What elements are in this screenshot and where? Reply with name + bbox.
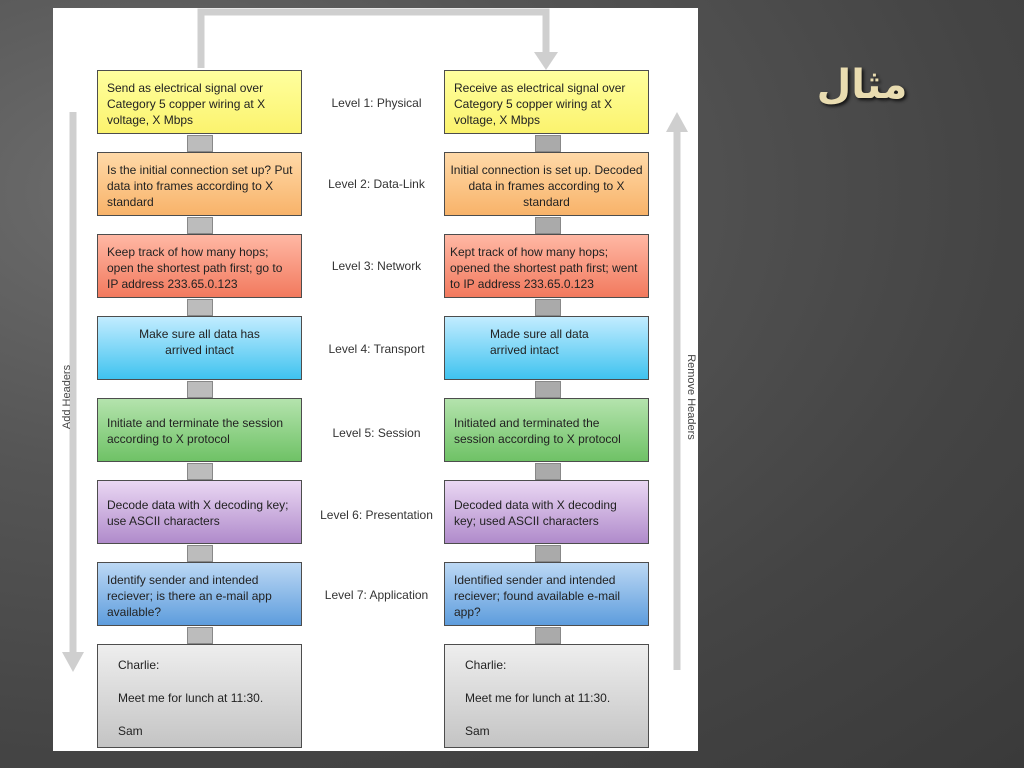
receiver-presentation-box: Decoded data with X decoding key; used A… bbox=[444, 480, 649, 544]
sender-connector bbox=[187, 381, 213, 398]
sender-presentation-box: Decode data with X decoding key; use ASC… bbox=[97, 480, 302, 544]
level-4-label: Level 4: Transport bbox=[328, 342, 425, 356]
message-greeting: Charlie: bbox=[118, 658, 160, 672]
remove-headers-label: Remove Headers bbox=[684, 354, 697, 440]
sender-transport-box: Make sure all data has arrived intact bbox=[97, 316, 302, 380]
level-2-label: Level 2: Data-Link bbox=[328, 177, 425, 191]
receiver-datalink-box: Initial connection is set up. Decoded da… bbox=[444, 152, 649, 216]
top-arrowhead bbox=[534, 52, 558, 70]
level-3-label: Level 3: Network bbox=[331, 259, 422, 273]
sender-network-box: Keep track of how many hops; open the sh… bbox=[97, 234, 302, 298]
receiver-session-box: Initiated and terminated the session acc… bbox=[444, 398, 649, 462]
receiver-connector bbox=[535, 299, 561, 316]
add-headers-arrowhead bbox=[62, 652, 84, 672]
receiver-physical-box: Receive as electrical signal over Catego… bbox=[444, 70, 649, 134]
level-6-label: Level 6: Presentation bbox=[320, 508, 433, 522]
add-headers-label: Add Headers bbox=[61, 364, 74, 430]
level-1-label: Level 1: Physical bbox=[331, 96, 422, 110]
flow-arrows bbox=[62, 8, 688, 672]
sender-connector bbox=[187, 627, 213, 644]
receiver-connector bbox=[535, 545, 561, 562]
sender-connector bbox=[187, 545, 213, 562]
message-body: Meet me for lunch at 11:30. bbox=[118, 691, 264, 705]
receiver-network-box: Kept track of how many hops; opened the … bbox=[444, 234, 649, 298]
message-signature: Sam bbox=[118, 724, 143, 738]
level-7-label: Level 7: Application bbox=[324, 588, 429, 602]
message-body: Meet me for lunch at 11:30. bbox=[465, 691, 611, 705]
remove-headers-arrowhead bbox=[666, 112, 688, 132]
receiver-connector bbox=[535, 627, 561, 644]
message-signature: Sam bbox=[465, 724, 490, 738]
sender-physical-box: Send as electrical signal over Category … bbox=[97, 70, 302, 134]
top-flow-arrow bbox=[197, 8, 550, 68]
receiver-transport-box: Made sure all data arrived intact bbox=[444, 316, 649, 380]
receiver-application-box: Identified sender and intended reciever;… bbox=[444, 562, 649, 626]
receiver-connector bbox=[535, 463, 561, 480]
receiver-connector bbox=[535, 217, 561, 234]
sender-connector bbox=[187, 217, 213, 234]
osi-diagram: Add Headers Remove Headers Send as elect… bbox=[53, 8, 698, 751]
level-5-label: Level 5: Session bbox=[332, 426, 421, 440]
receiver-connector bbox=[535, 381, 561, 398]
sender-connector bbox=[187, 135, 213, 152]
sender-session-box: Initiate and terminate the session accor… bbox=[97, 398, 302, 462]
sender-connector bbox=[187, 463, 213, 480]
receiver-connector bbox=[535, 135, 561, 152]
slide-title: مثال bbox=[816, 62, 908, 108]
sender-message-box: Charlie: Meet me for lunch at 11:30. Sam bbox=[97, 644, 302, 748]
sender-connector bbox=[187, 299, 213, 316]
message-greeting: Charlie: bbox=[465, 658, 507, 672]
receiver-message-box: Charlie: Meet me for lunch at 11:30. Sam bbox=[444, 644, 649, 748]
sender-application-box: Identify sender and intended reciever; i… bbox=[97, 562, 302, 626]
sender-datalink-box: Is the initial connection set up? Put da… bbox=[97, 152, 302, 216]
